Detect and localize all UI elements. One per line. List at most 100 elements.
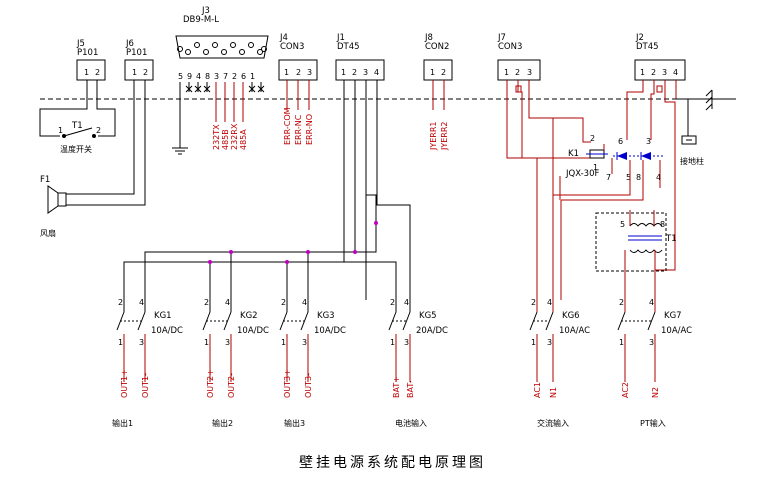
- j3-signal: 232RX: [230, 123, 239, 150]
- breaker-rating: 10A/AC: [559, 326, 590, 336]
- j5-pin: 1: [84, 68, 89, 77]
- breaker-output-label: OUT2-: [227, 373, 236, 398]
- breaker-output-label: OUT1-: [141, 373, 150, 398]
- breaker-bottom-pin: 1: [118, 338, 123, 347]
- j3-signal: 232TX: [212, 124, 221, 150]
- breaker-rating: 10A/DC: [314, 326, 346, 336]
- output-group-label: 输出3: [284, 418, 305, 428]
- breaker-ref: KG1: [154, 311, 172, 321]
- j5-ref: J5: [76, 39, 85, 49]
- temp-switch-ref: T1: [71, 121, 83, 131]
- transformer-ref: T1: [665, 234, 677, 244]
- j4-signal: ERR-COM: [283, 107, 292, 145]
- breaker-output-label: OUT2+: [206, 369, 215, 398]
- breaker-output-label: N1: [549, 387, 558, 398]
- j7-pin: 3: [527, 68, 532, 77]
- breaker-top-pin: 4: [139, 298, 144, 307]
- j2-pin: 2: [651, 68, 656, 77]
- k1-pin: 6: [618, 137, 623, 146]
- breaker-bottom-pin: 1: [281, 338, 286, 347]
- k1-pin: 8: [636, 173, 641, 182]
- j2-pin: 1: [640, 68, 645, 77]
- j8-signal: JYERR1: [429, 121, 438, 151]
- output-group-label: PT输入: [640, 418, 666, 428]
- breaker-top-pin: 2: [281, 298, 286, 307]
- j6-ref: J6: [125, 39, 134, 49]
- k1-pin: 1: [593, 163, 598, 172]
- j3-ref: J3: [201, 6, 210, 16]
- connector-j4: J4 CON3 1 2 3: [278, 33, 318, 81]
- j3-pin: 9: [187, 72, 192, 81]
- j3-pin: 6: [241, 72, 246, 81]
- temp-switch-pin: 1: [58, 126, 63, 135]
- j2-ref: J2: [635, 33, 644, 43]
- k1-pin: 4: [656, 173, 661, 182]
- j4-signal: ERR-NC: [294, 114, 303, 145]
- j8-type: CON2: [425, 42, 449, 52]
- j2-pin: 4: [673, 68, 678, 77]
- breaker-bottom-pin: 1: [204, 338, 209, 347]
- j8-pin: 1: [430, 68, 435, 77]
- breaker-bottom-pin: 3: [225, 338, 230, 347]
- breaker-bottom-pin: 3: [139, 338, 144, 347]
- transformer: T1 5 8: [620, 220, 677, 253]
- breaker-bottom-pin: 3: [649, 338, 654, 347]
- j3-pin: 5: [178, 72, 183, 81]
- k1-pin: 5: [626, 173, 631, 182]
- j3-signal: 485A: [239, 129, 248, 150]
- temp-switch-label: 温度开关: [60, 144, 92, 154]
- output-group-label: 输出2: [212, 418, 233, 428]
- connector-j7: J7 CON3 1 2 3: [497, 33, 541, 81]
- j7-pin: 1: [504, 68, 509, 77]
- j4-pin: 3: [307, 68, 312, 77]
- breaker-bottom-pin: 3: [404, 338, 409, 347]
- breaker-rating: 10A/DC: [237, 326, 269, 336]
- j1-pin: 2: [352, 68, 357, 77]
- j1-ref: J1: [336, 33, 345, 43]
- k1-pin: 2: [590, 134, 595, 143]
- j3-signal: 485B: [221, 129, 230, 150]
- breaker-top-pin: 4: [225, 298, 230, 307]
- j6-pin: 2: [143, 68, 148, 77]
- temperature-switch: T1 1 2 温度开关: [58, 121, 101, 154]
- j7-pin: 2: [515, 68, 520, 77]
- breaker-rating: 20A/DC: [416, 326, 448, 336]
- connector-j1: J1 DT45 1 2 3 4: [335, 33, 385, 81]
- breaker-top-pin: 2: [390, 298, 395, 307]
- transformer-box: [595, 212, 667, 272]
- j4-ref: J4: [279, 33, 288, 43]
- j4-pin: 1: [284, 68, 289, 77]
- output-group-label: 输出1: [112, 418, 133, 428]
- earth-symbol: [686, 89, 736, 111]
- breaker-output-label: OUT1+: [120, 369, 129, 398]
- j4-pin: 2: [296, 68, 301, 77]
- output-group-label: 电池输入: [395, 418, 427, 428]
- k1-type: JQX-30F: [565, 169, 599, 179]
- breaker-top-pin: 4: [404, 298, 409, 307]
- connector-j2: J2 DT45 1 2 3 4: [634, 33, 686, 81]
- junction-dots: [208, 221, 378, 264]
- breaker-bottom-pin: 1: [390, 338, 395, 347]
- output-group-label: 交流输入: [537, 418, 569, 428]
- j3-type: DB9-M-L: [183, 15, 219, 25]
- breaker-ref: KG5: [419, 311, 437, 321]
- relay-k1: K1 JQX-30F 2 1 6 3 7 5 8 4: [565, 134, 663, 182]
- breaker-top-pin: 4: [302, 298, 307, 307]
- breaker-output-label: OUT3-: [304, 373, 313, 398]
- breaker-top-pin: 4: [649, 298, 654, 307]
- j3-pin: 7: [223, 72, 228, 81]
- breaker-top-pin: 2: [118, 298, 123, 307]
- transformer-pin: 8: [660, 220, 665, 229]
- j6-type: P101: [126, 48, 147, 58]
- j1-pin: 1: [341, 68, 346, 77]
- fan-ref: F1: [40, 175, 50, 185]
- j1-pin: 4: [374, 68, 379, 77]
- breaker-output-label: AC2: [621, 382, 630, 398]
- transformer-pin: 5: [620, 220, 625, 229]
- j3-pin: 4: [196, 72, 201, 81]
- breaker-ref: KG3: [317, 311, 335, 321]
- breaker-top-pin: 2: [619, 298, 624, 307]
